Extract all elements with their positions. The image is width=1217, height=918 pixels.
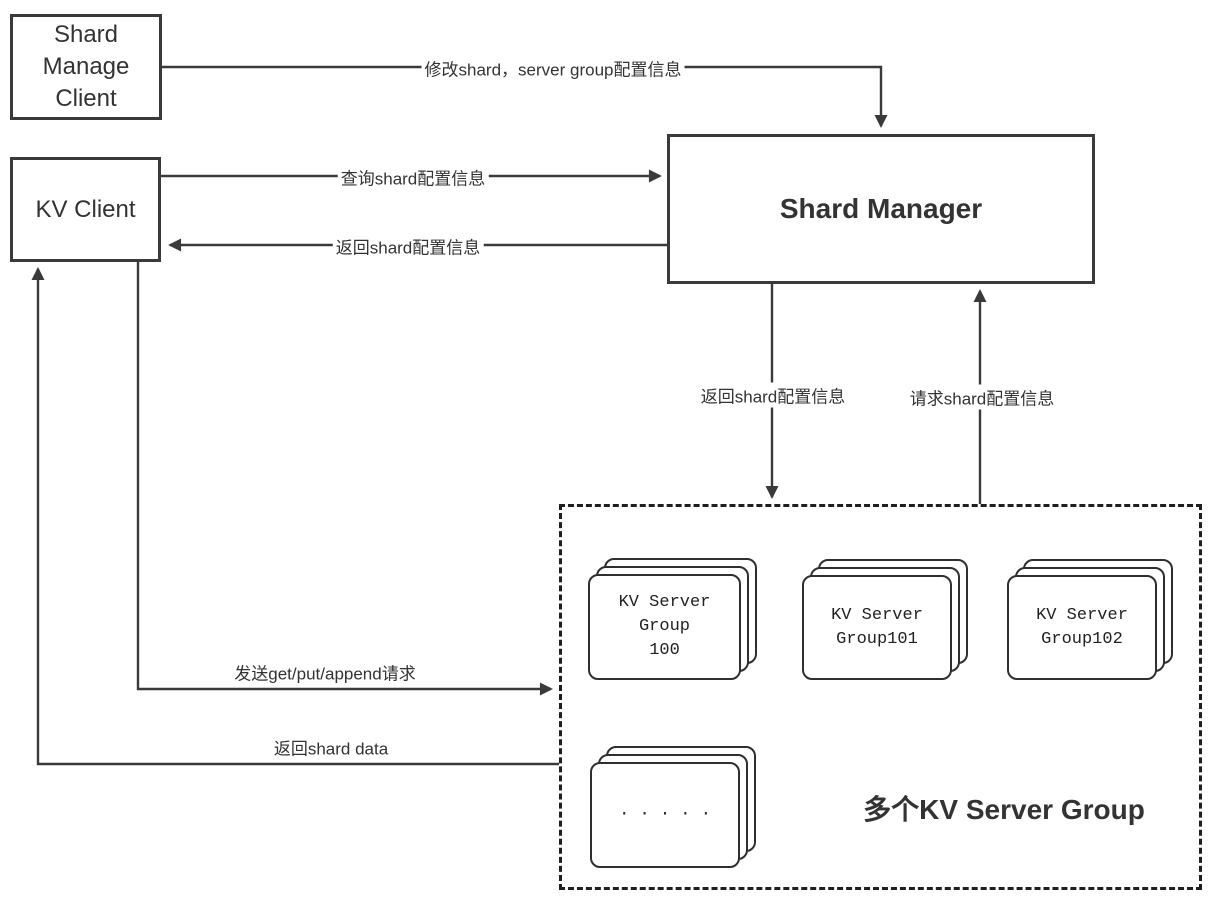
edge-modify-config — [161, 65, 888, 128]
kv-server-group-card: KV Server Group101 — [802, 575, 952, 680]
shard-manager-node: Shard Manager — [667, 134, 1095, 284]
edge-send-request — [136, 262, 553, 696]
edge-label-query-config: 查询shard配置信息 — [337, 164, 489, 190]
kv-server-group-more-stack: · · · · · — [590, 746, 756, 868]
kv-client-node: KV Client — [10, 157, 161, 262]
kv-server-group-card: · · · · · — [590, 762, 740, 868]
kv-server-group-card: KV Server Group 100 — [588, 574, 741, 680]
edge-return-shard-data — [31, 267, 559, 766]
kv-server-group-101-label: KV Server Group101 — [831, 605, 923, 649]
shard-manager-label: Shard Manager — [779, 193, 983, 224]
kv-server-group-102-stack: KV Server Group102 — [1007, 559, 1173, 680]
kv-client-label: KV Client — [35, 195, 136, 223]
kv-server-group-100-stack: KV Server Group 100 — [588, 558, 757, 680]
edge-label-return-config-groups: 返回shard配置信息 — [697, 382, 849, 408]
kv-server-group-101-stack: KV Server Group101 — [802, 559, 968, 680]
edge-label-return-shard-data: 返回shard data — [273, 739, 389, 759]
edge-label-send-request: 发送get/put/append请求 — [234, 664, 416, 684]
edge-label-modify-config: 修改shard，server group配置信息 — [421, 55, 685, 81]
server-group-area-caption: 多个KV Server Group — [863, 794, 1145, 825]
kv-server-group-100-label: KV Server Group 100 — [618, 593, 711, 660]
kv-server-group-card: KV Server Group102 — [1007, 575, 1157, 680]
kv-server-group-102-label: KV Server Group102 — [1036, 605, 1128, 649]
edge-label-request-config: 请求shard配置信息 — [906, 384, 1058, 410]
shard-manage-client-node: Shard Manage Client — [10, 14, 162, 120]
kv-server-group-ellipsis-label: · · · · · — [619, 805, 711, 824]
shard-manage-client-label: Shard Manage Client — [42, 21, 130, 112]
edge-label-return-config-client: 返回shard配置信息 — [332, 233, 484, 259]
